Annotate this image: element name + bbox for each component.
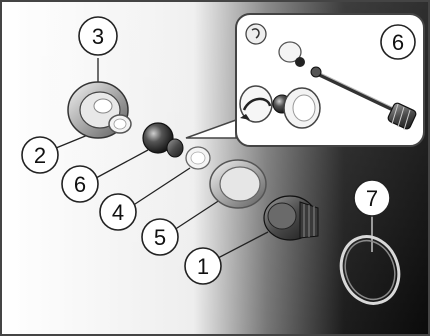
callout-3-label: 3 xyxy=(92,24,104,49)
inset-rod xyxy=(317,72,399,114)
inset-ball xyxy=(295,57,305,67)
callout-5: 5 xyxy=(141,218,179,256)
inset-clip xyxy=(245,23,267,45)
callouts: 3 2 6 4 5 1 7 6 xyxy=(21,16,416,285)
part-4-washer xyxy=(185,146,211,170)
inset-disc-left xyxy=(239,85,273,123)
callout-6-main-label: 6 xyxy=(74,172,86,197)
inset-detail xyxy=(185,13,425,147)
callout-5-label: 5 xyxy=(154,225,166,250)
callout-4: 4 xyxy=(99,193,137,231)
leader-1 xyxy=(217,231,269,259)
inset-cap xyxy=(278,41,302,63)
inset-end-fitting xyxy=(387,102,417,131)
callout-6-inset-label: 6 xyxy=(392,30,404,55)
callout-7-label: 7 xyxy=(366,186,378,211)
leader-lines xyxy=(55,58,373,259)
callout-6-main: 6 xyxy=(61,165,99,203)
leader-6 xyxy=(95,149,149,179)
callout-1: 1 xyxy=(184,247,222,285)
callout-4-label: 4 xyxy=(112,200,124,225)
part-7-seal xyxy=(339,235,401,305)
part-1-fitting xyxy=(263,195,319,241)
part-5-ring xyxy=(209,159,267,209)
callout-2-label: 2 xyxy=(34,143,46,168)
leader-5 xyxy=(173,195,227,231)
callout-2: 2 xyxy=(21,136,59,174)
callout-6-inset: 6 xyxy=(380,24,416,60)
part-6-ball xyxy=(142,122,184,158)
callout-1-label: 1 xyxy=(197,254,209,279)
leader-4 xyxy=(131,167,191,207)
callout-3: 3 xyxy=(78,16,118,56)
part-2-oring xyxy=(108,114,132,134)
callout-7: 7 xyxy=(353,179,391,217)
